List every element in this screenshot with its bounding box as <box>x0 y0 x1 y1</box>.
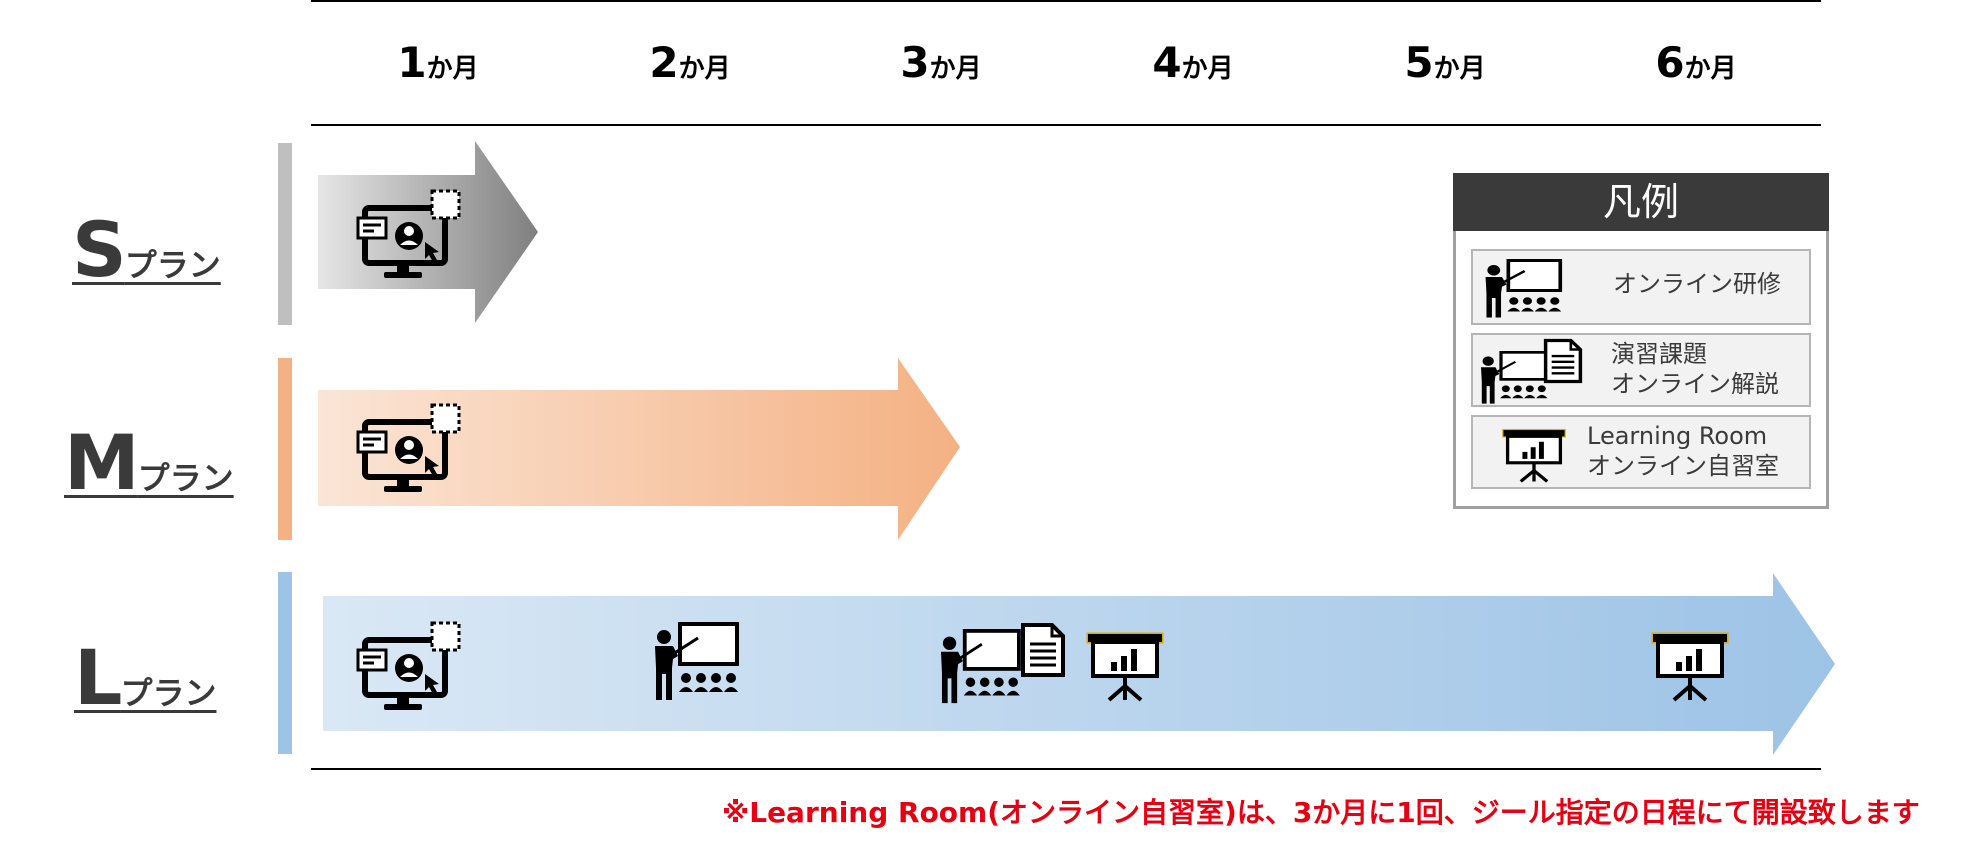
month-header-5: 5か月 <box>1365 38 1525 87</box>
legend-label: オンライン研修 <box>1613 270 1781 298</box>
presentation-board-icon <box>1650 630 1730 702</box>
plan-label-m: Mプラン <box>64 418 234 507</box>
elearning-monitor-icon <box>356 402 466 502</box>
legend-label-line2: オンライン解説 <box>1611 370 1779 398</box>
legend-item-learning-room: Learning Room オンライン自習室 <box>1471 415 1811 489</box>
teacher-icon <box>1481 259 1563 319</box>
plan-bar-l <box>278 572 292 754</box>
plan-label-l: Lプラン <box>74 633 216 722</box>
teacher-icon <box>936 629 1022 705</box>
plan-l-arrow <box>323 573 1835 755</box>
month-number: 2 <box>649 38 679 87</box>
month-header-1: 1か月 <box>358 38 518 87</box>
legend-title: 凡例 <box>1453 173 1829 231</box>
month-number: 1 <box>397 38 427 87</box>
month-unit: か月 <box>426 54 479 84</box>
document-icon <box>1543 338 1583 384</box>
plan-suffix: プラン <box>124 246 221 284</box>
month-unit: か月 <box>1433 54 1486 84</box>
plan-letter: M <box>64 418 140 507</box>
legend-label-line2: オンライン自習室 <box>1587 452 1779 480</box>
document-icon <box>1020 622 1066 678</box>
month-unit: か月 <box>929 54 982 84</box>
teacher-icon <box>1477 351 1549 405</box>
legend-label-line1: Learning Room <box>1587 422 1768 450</box>
top-rule <box>311 0 1821 2</box>
teacher-icon <box>650 622 740 702</box>
legend-item-online-training: オンライン研修 <box>1471 249 1811 325</box>
month-number: 3 <box>900 38 930 87</box>
plan-m-arrow <box>318 358 960 540</box>
plan-bar-m <box>278 358 292 540</box>
legend-box: 凡例 オンライン研修 演習課題 オンライン解説 Learning Room オン… <box>1453 173 1829 509</box>
bottom-rule <box>311 768 1821 770</box>
month-header-4: 4か月 <box>1113 38 1273 87</box>
month-number: 5 <box>1404 38 1434 87</box>
elearning-monitor-icon <box>356 188 466 288</box>
legend-label-line1: 演習課題 <box>1611 340 1707 368</box>
month-header-6: 6か月 <box>1616 38 1776 87</box>
plan-suffix: プラン <box>120 674 217 712</box>
month-unit: か月 <box>1181 54 1234 84</box>
month-header-2: 2か月 <box>610 38 770 87</box>
plan-label-s: Sプラン <box>72 205 221 294</box>
month-number: 4 <box>1152 38 1182 87</box>
plan-bar-s <box>278 143 292 325</box>
month-number: 6 <box>1655 38 1685 87</box>
plan-letter: L <box>74 633 122 722</box>
plan-letter: S <box>72 205 127 294</box>
month-unit: か月 <box>678 54 731 84</box>
elearning-monitor-icon <box>356 620 466 720</box>
month-unit: か月 <box>1684 54 1737 84</box>
presentation-board-icon <box>1085 630 1165 702</box>
plan-suffix: プラン <box>137 459 234 497</box>
footnote: ※Learning Room(オンライン自習室)は、3か月に1回、ジール指定の日… <box>722 796 1920 829</box>
plan-s-arrow <box>318 141 538 323</box>
presentation-board-icon <box>1501 427 1567 483</box>
legend-item-exercise-explanation: 演習課題 オンライン解説 <box>1471 333 1811 407</box>
header-rule <box>311 124 1821 126</box>
month-header-3: 3か月 <box>861 38 1021 87</box>
